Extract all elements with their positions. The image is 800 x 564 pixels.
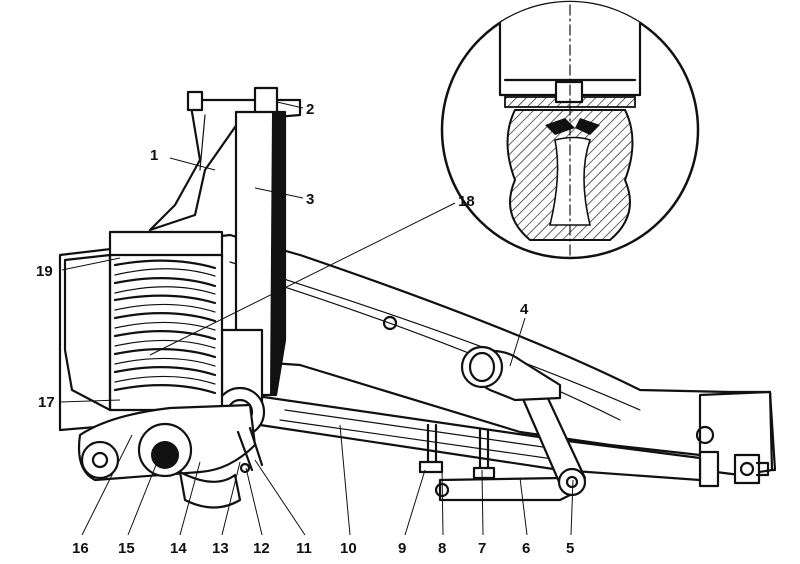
callout-10: 10 [340,540,357,557]
leader-lines [59,101,574,536]
callout-1: 1 [150,147,158,164]
rear-mount-bracket [695,390,774,488]
callout-3: 3 [306,191,314,208]
callout-8: 8 [438,540,446,557]
detail-inset [440,0,700,260]
callout-16: 16 [72,540,89,557]
mount-bolts [236,426,264,474]
callout-6: 6 [522,540,530,557]
callout-7: 7 [478,540,486,557]
callout-11: 11 [296,540,312,557]
callout-labels: 1 2 3 4 5 6 7 8 9 10 11 12 13 14 15 16 1… [36,101,574,557]
callout-14: 14 [170,540,187,557]
callout-18: 18 [458,193,475,210]
coil-spring [63,230,224,412]
callout-12: 12 [253,540,270,557]
callout-5: 5 [566,540,574,557]
u-bolts [418,423,496,480]
callout-4: 4 [520,301,529,318]
callout-17: 17 [38,394,55,411]
callout-2: 2 [306,101,314,118]
stabilizer-link [460,345,587,497]
callout-9: 9 [398,540,406,557]
callout-13: 13 [212,540,229,557]
axle-housing [77,403,257,509]
callout-15: 15 [118,540,135,557]
callout-19: 19 [36,263,53,280]
